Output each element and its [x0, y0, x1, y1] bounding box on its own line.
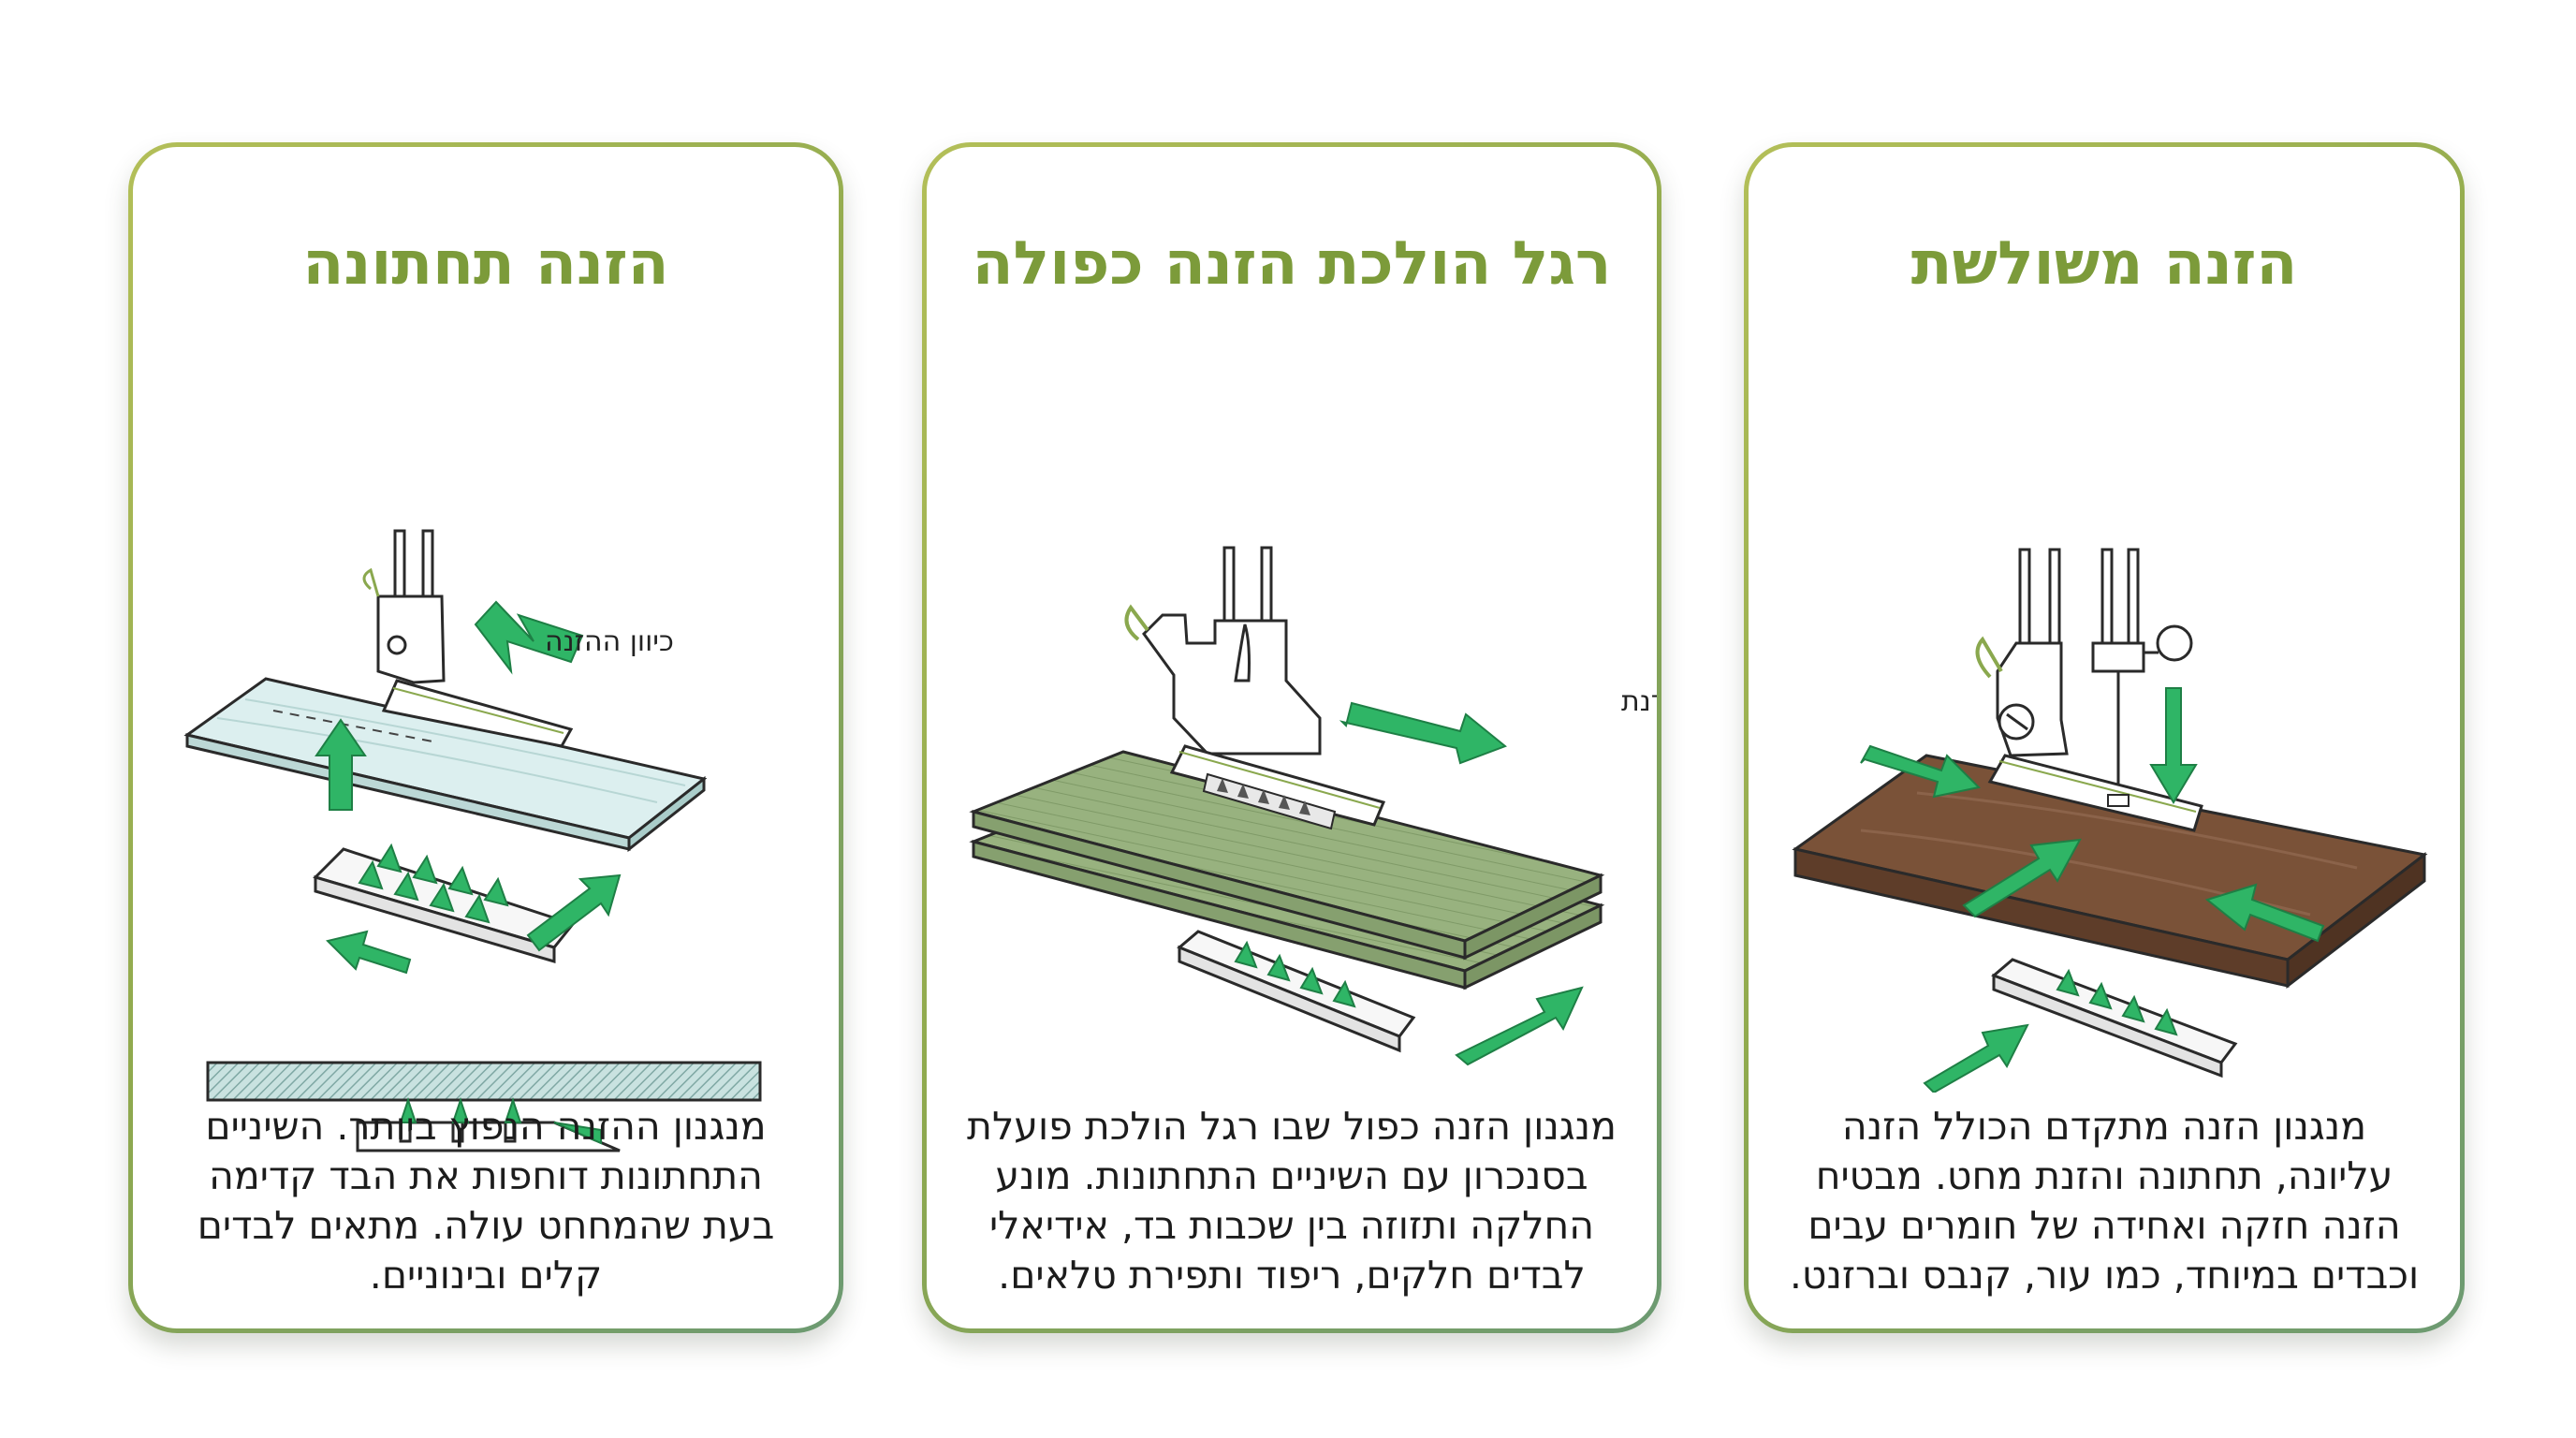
card-title: הזנה תחתונה — [133, 229, 839, 299]
card-description: מנגנון הזנה כפול שבו רגל הולכת פועלת בסנ… — [964, 1102, 1619, 1300]
card-body: הזנה תחתונה — [133, 147, 839, 1328]
sync-label: הזנה מסונכרנת — [1621, 685, 1657, 718]
card-body: הזנה משולשת — [1749, 147, 2460, 1328]
card-title: רגל הולכת הזנה כפולה — [927, 229, 1657, 299]
direction-label: כיוון ההזנה — [545, 625, 674, 658]
card-body: רגל הולכת הזנה כפולה — [927, 147, 1657, 1328]
card-bottom-feed: הזנה תחתונה — [128, 142, 843, 1333]
card-triple-feed: הזנה משולשת — [1744, 142, 2465, 1333]
feed-dog-icon — [1994, 960, 2235, 1076]
card-description: מנגנון ההזנה הנפוץ ביותר. השיניים התחתונ… — [170, 1102, 801, 1300]
card-description: מנגנון הזנה מתקדם הכולל הזנה עליונה, תחת… — [1786, 1102, 2422, 1300]
card-walking-foot: רגל הולכת הזנה כפולה — [922, 142, 1661, 1333]
walking-foot-illustration: הזנה מסונכרנת — [927, 362, 1657, 1093]
triple-feed-illustration — [1749, 362, 2460, 1093]
card-title: הזנה משולשת — [1749, 229, 2460, 299]
bottom-feed-illustration: כיוון ההזנה — [133, 362, 839, 1167]
